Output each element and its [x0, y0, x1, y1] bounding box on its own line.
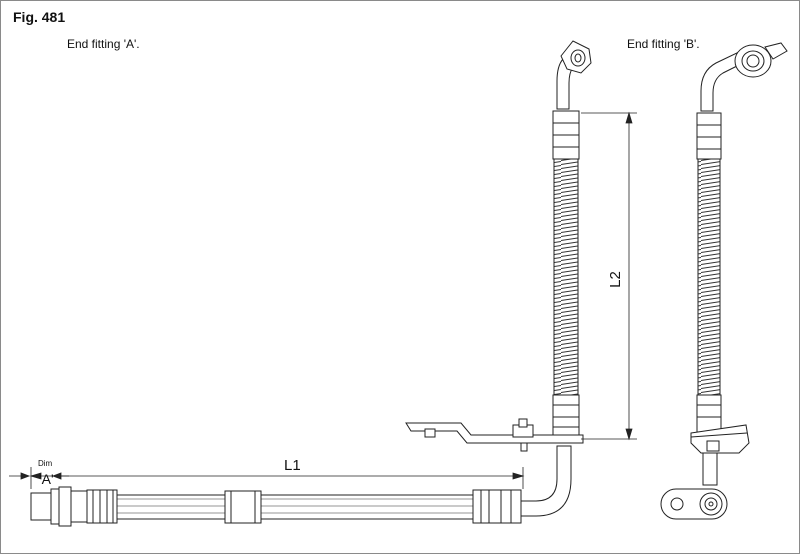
vertical-coil-hose: [553, 158, 579, 396]
l1-label: L1: [284, 457, 301, 474]
horizontal-hose-assembly: [30, 445, 572, 527]
l2-label: L2: [606, 271, 624, 288]
dim-label: Dim: [38, 459, 53, 468]
hose-body-right: [260, 494, 474, 520]
hose-body-left: [116, 494, 226, 520]
crimp-sleeve-right: [472, 489, 522, 524]
side-view-assembly: [660, 42, 788, 520]
figure-title: Fig. 481: [13, 9, 66, 25]
crimp-sleeve-left: [86, 489, 118, 524]
end-fitting-b-label: End fitting 'B'.: [627, 37, 700, 51]
side-bracket: [690, 424, 750, 454]
hose-clip-block: [224, 490, 262, 524]
vertical-crimp-bottom: [552, 394, 580, 436]
banjo-eye-top: [560, 40, 592, 74]
side-coil-hose: [697, 158, 721, 396]
bent-tube: [520, 445, 572, 517]
end-fitting-a: [30, 492, 52, 521]
end-fitting-a-label: End fitting 'A'.: [67, 37, 140, 51]
l2-dimension: [581, 111, 637, 441]
l1-dimension: [9, 467, 525, 489]
vertical-hose-assembly: [405, 40, 592, 452]
end-fitting-b: [734, 42, 788, 78]
side-banjo-clip: [660, 488, 728, 520]
dim-a-label: 'A': [39, 471, 54, 487]
mounting-bracket: [405, 418, 584, 452]
